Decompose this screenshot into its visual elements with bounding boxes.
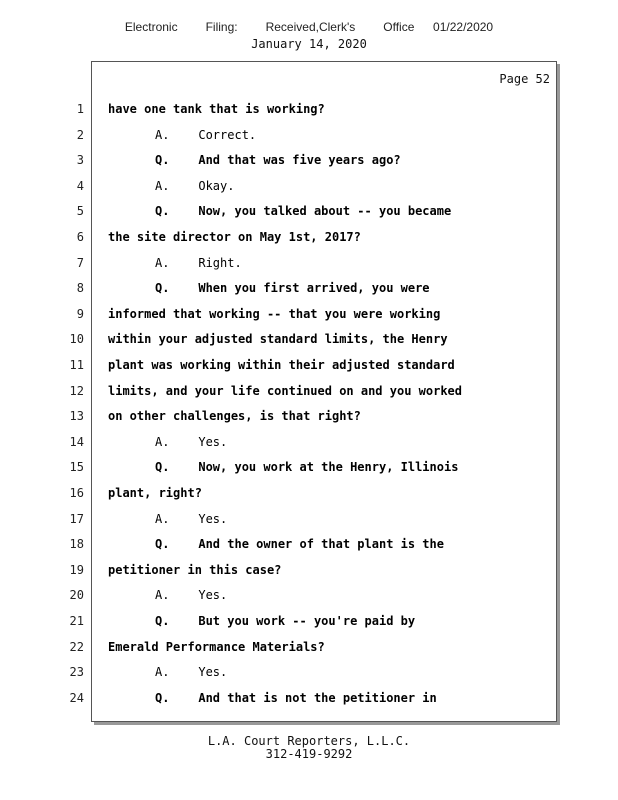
page-number: Page 52 — [499, 72, 550, 86]
answer-line: A. Yes. — [155, 511, 228, 526]
testimony-line: plant, right? — [108, 486, 202, 500]
line-number: 4 — [76, 178, 84, 193]
line-number: 15 — [69, 460, 84, 475]
testimony-line: on other challenges, is that right? — [108, 409, 361, 424]
transcript-page: Page 52 — [91, 61, 557, 722]
line-number: 12 — [69, 383, 84, 398]
line-number: 5 — [76, 204, 84, 219]
line-number: 1 — [76, 102, 84, 116]
testimony-line: petitioner in this case? — [108, 562, 282, 577]
line-number: 7 — [76, 255, 84, 270]
line-number: 14 — [69, 434, 84, 449]
line-number: 22 — [69, 639, 84, 654]
question-line: Q. Now, you talked about -- you became — [155, 204, 452, 219]
answer-line: A. Yes. — [155, 434, 228, 449]
testimony-line: limits, and your life continued on and y… — [108, 383, 463, 398]
answer-line: A. Yes. — [155, 665, 228, 680]
electronic-filing-stamp: Electronic Filing: Received,Clerk's Offi… — [124, 20, 494, 34]
answer-line: A. Yes. — [155, 588, 228, 603]
question-line: Q. Now, you work at the Henry, Illinois — [155, 460, 459, 475]
answer-line: A. Right. — [155, 255, 242, 270]
question-line: Q. And that is not the petitioner in — [155, 690, 437, 705]
question-line: Q. And that was five years ago? — [155, 153, 401, 168]
line-number: 3 — [76, 153, 84, 168]
line-number: 21 — [69, 614, 84, 628]
line-number: 16 — [69, 486, 84, 500]
testimony-line: informed that working -- that you were w… — [108, 306, 441, 321]
testimony-line: Emerald Performance Materials? — [108, 639, 325, 654]
transcript-date: January 14, 2020 — [251, 37, 367, 51]
question-line: Q. But you work -- you're paid by — [155, 614, 416, 628]
answer-line: A. Correct. — [155, 127, 257, 142]
question-line: Q. When you first arrived, you were — [155, 281, 430, 296]
line-number: 23 — [69, 665, 84, 680]
line-number: 2 — [76, 127, 84, 142]
line-number: 18 — [69, 537, 84, 552]
line-number: 10 — [69, 332, 84, 347]
line-number: 17 — [69, 511, 84, 526]
line-number: 19 — [69, 562, 84, 577]
court-reporter-name: L.A. Court Reporters, L.L.C. — [207, 734, 411, 748]
line-number: 11 — [69, 358, 84, 372]
line-number: 24 — [69, 690, 84, 705]
question-line: Q. And the owner of that plant is the — [155, 537, 444, 552]
court-reporter-phone: 312-419-9292 — [265, 747, 353, 761]
testimony-line: the site director on May 1st, 2017? — [108, 230, 361, 244]
line-number: 6 — [76, 230, 84, 244]
answer-line: A. Okay. — [155, 178, 235, 193]
line-number: 13 — [69, 409, 84, 424]
line-number: 20 — [69, 588, 84, 603]
testimony-line: within your adjusted standard limits, th… — [108, 332, 448, 347]
line-number: 9 — [76, 306, 84, 321]
line-number: 8 — [76, 281, 84, 296]
testimony-line: plant was working within their adjusted … — [108, 358, 455, 372]
testimony-line: have one tank that is working? — [108, 102, 325, 116]
